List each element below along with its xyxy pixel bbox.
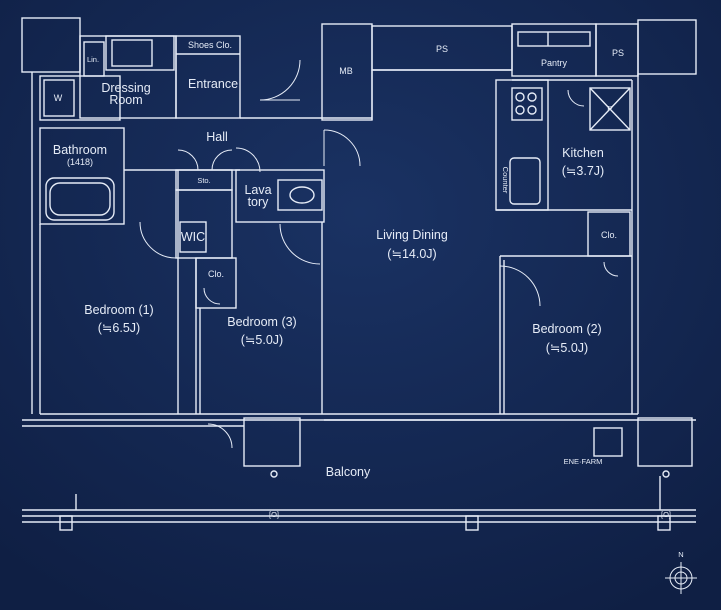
- mb-label: MB: [339, 66, 353, 76]
- storage-label: Sto.: [197, 176, 210, 185]
- living-dining-label-2: (≒14.0J): [387, 247, 436, 261]
- bedroom-2-label-2: (≒5.0J): [546, 341, 588, 355]
- living-dining-label-1: Living Dining: [376, 228, 448, 242]
- kitchen-label-2: (≒3.7J): [562, 164, 604, 178]
- bedroom-1-label-1: Bedroom (1): [84, 303, 153, 317]
- refrigerator-label: R: [607, 104, 613, 113]
- bedroom-3-label-1: Bedroom (3): [227, 315, 296, 329]
- lavatory-label-1: Lava: [244, 183, 271, 197]
- bathroom-label-2: (1418): [67, 157, 93, 167]
- bathroom-label-1: Bathroom: [53, 143, 107, 157]
- door-swings: [139, 59, 619, 449]
- ene-farm-label: ENE·FARM: [564, 457, 603, 466]
- rail-mark-right: [O]: [661, 510, 671, 519]
- wic-label: WIC: [181, 230, 205, 244]
- rail-mark-left: [O]: [269, 510, 279, 519]
- bedroom-3-label-2: (≒5.0J): [241, 333, 283, 347]
- kitchen-label-1: Kitchen: [562, 146, 604, 160]
- bedroom-1-label-2: (≒6.5J): [98, 321, 140, 335]
- closet-label-left: Clo.: [208, 269, 224, 279]
- ps-top-label: PS: [436, 44, 448, 54]
- bedroom-2-label-1: Bedroom (2): [532, 322, 601, 336]
- linen-label: Lin.: [87, 55, 99, 64]
- walls: [21, 17, 697, 531]
- washer-label: W: [54, 93, 63, 103]
- room-labels: PS PS MB Pantry Shoes Clo. Lin. Dressing…: [53, 40, 671, 519]
- pantry-label: Pantry: [541, 58, 568, 68]
- dressing-room-label-1: Dressing: [101, 81, 150, 95]
- balcony-label: Balcony: [326, 465, 371, 479]
- ps-right-label: PS: [612, 48, 624, 58]
- counter-label: Counter: [501, 167, 510, 194]
- entrance-label: Entrance: [188, 77, 238, 91]
- dressing-room-label-2: Room: [109, 93, 142, 107]
- hall-label: Hall: [206, 130, 228, 144]
- lavatory-label-2: tory: [248, 195, 270, 209]
- closet-label-right: Clo.: [601, 230, 617, 240]
- compass-north-label: N: [678, 550, 683, 559]
- shoes-closet-label: Shoes Clo.: [188, 40, 232, 50]
- compass-icon: N: [665, 550, 697, 594]
